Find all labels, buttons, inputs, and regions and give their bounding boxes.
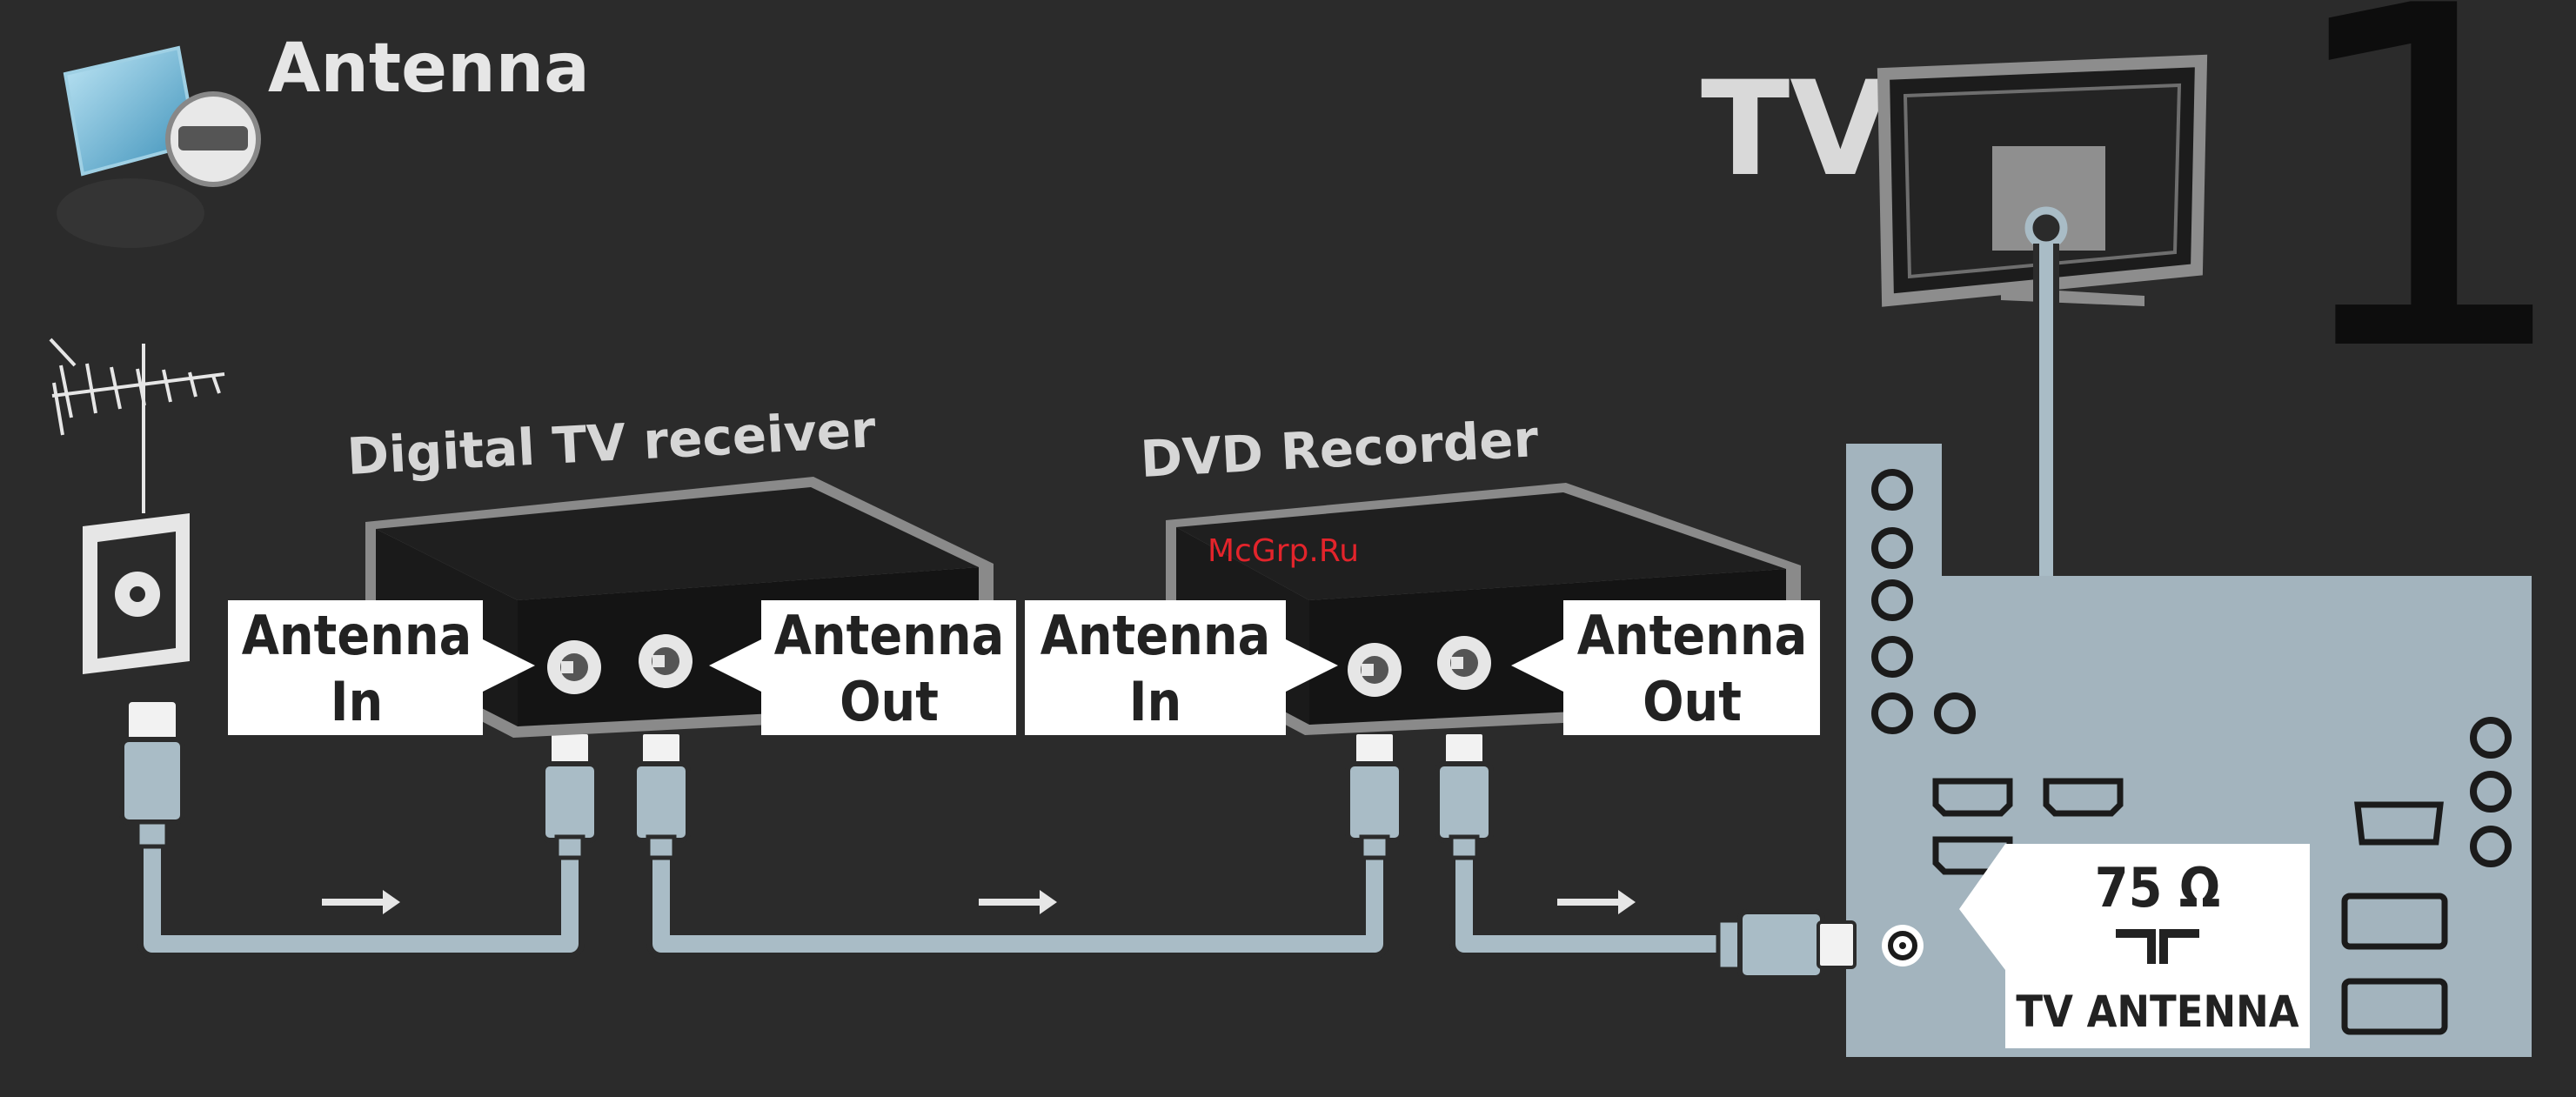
plug-dvd-out bbox=[1437, 732, 1491, 858]
tv-antenna-port-label: TV ANTENNA bbox=[2016, 987, 2298, 1037]
receiver-in-label-line1: Antenna bbox=[242, 604, 472, 667]
dvd-out-label-line2: Out bbox=[1643, 670, 1742, 733]
header-title: Antenna bbox=[268, 30, 590, 108]
receiver-out-label-line1: Antenna bbox=[774, 604, 1004, 667]
dvd-in-label-line2: In bbox=[1129, 670, 1181, 733]
dvd-in-label-line1: Antenna bbox=[1040, 604, 1270, 667]
step-number: 1 bbox=[2277, 0, 2576, 455]
receiver-in-label-line2: In bbox=[331, 670, 383, 733]
watermark: McGrp.Ru bbox=[1208, 533, 1359, 569]
dvd-out-label-line1: Antenna bbox=[1577, 604, 1807, 667]
impedance-label: 75 Ω bbox=[2095, 856, 2220, 920]
plug-dvd-in bbox=[1348, 732, 1402, 858]
plug-receiver-out bbox=[634, 732, 688, 858]
wall-socket-icon bbox=[83, 513, 190, 674]
receiver-out-label-line2: Out bbox=[840, 670, 939, 733]
plug-receiver-in bbox=[543, 732, 597, 858]
plug-tv bbox=[1718, 912, 1855, 978]
plug-wall bbox=[122, 700, 183, 846]
tv-antenna-callout: 75 Ω TV ANTENNA bbox=[1959, 844, 2310, 1048]
tv-label: TV bbox=[1701, 54, 1890, 205]
